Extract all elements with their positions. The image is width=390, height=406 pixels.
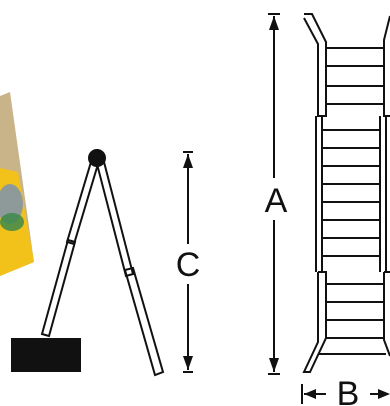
dimension-c-label: C bbox=[176, 246, 201, 284]
dimension-b bbox=[301, 384, 390, 404]
straight-ladder bbox=[302, 13, 390, 373]
dimension-b-label: B bbox=[337, 375, 360, 406]
foot-block bbox=[11, 338, 81, 372]
dimension-c bbox=[183, 151, 193, 373]
dimension-a-label: A bbox=[265, 182, 288, 220]
photo-fragment bbox=[0, 92, 34, 276]
a-frame-ladder bbox=[11, 149, 165, 377]
dimension-a bbox=[268, 13, 280, 375]
